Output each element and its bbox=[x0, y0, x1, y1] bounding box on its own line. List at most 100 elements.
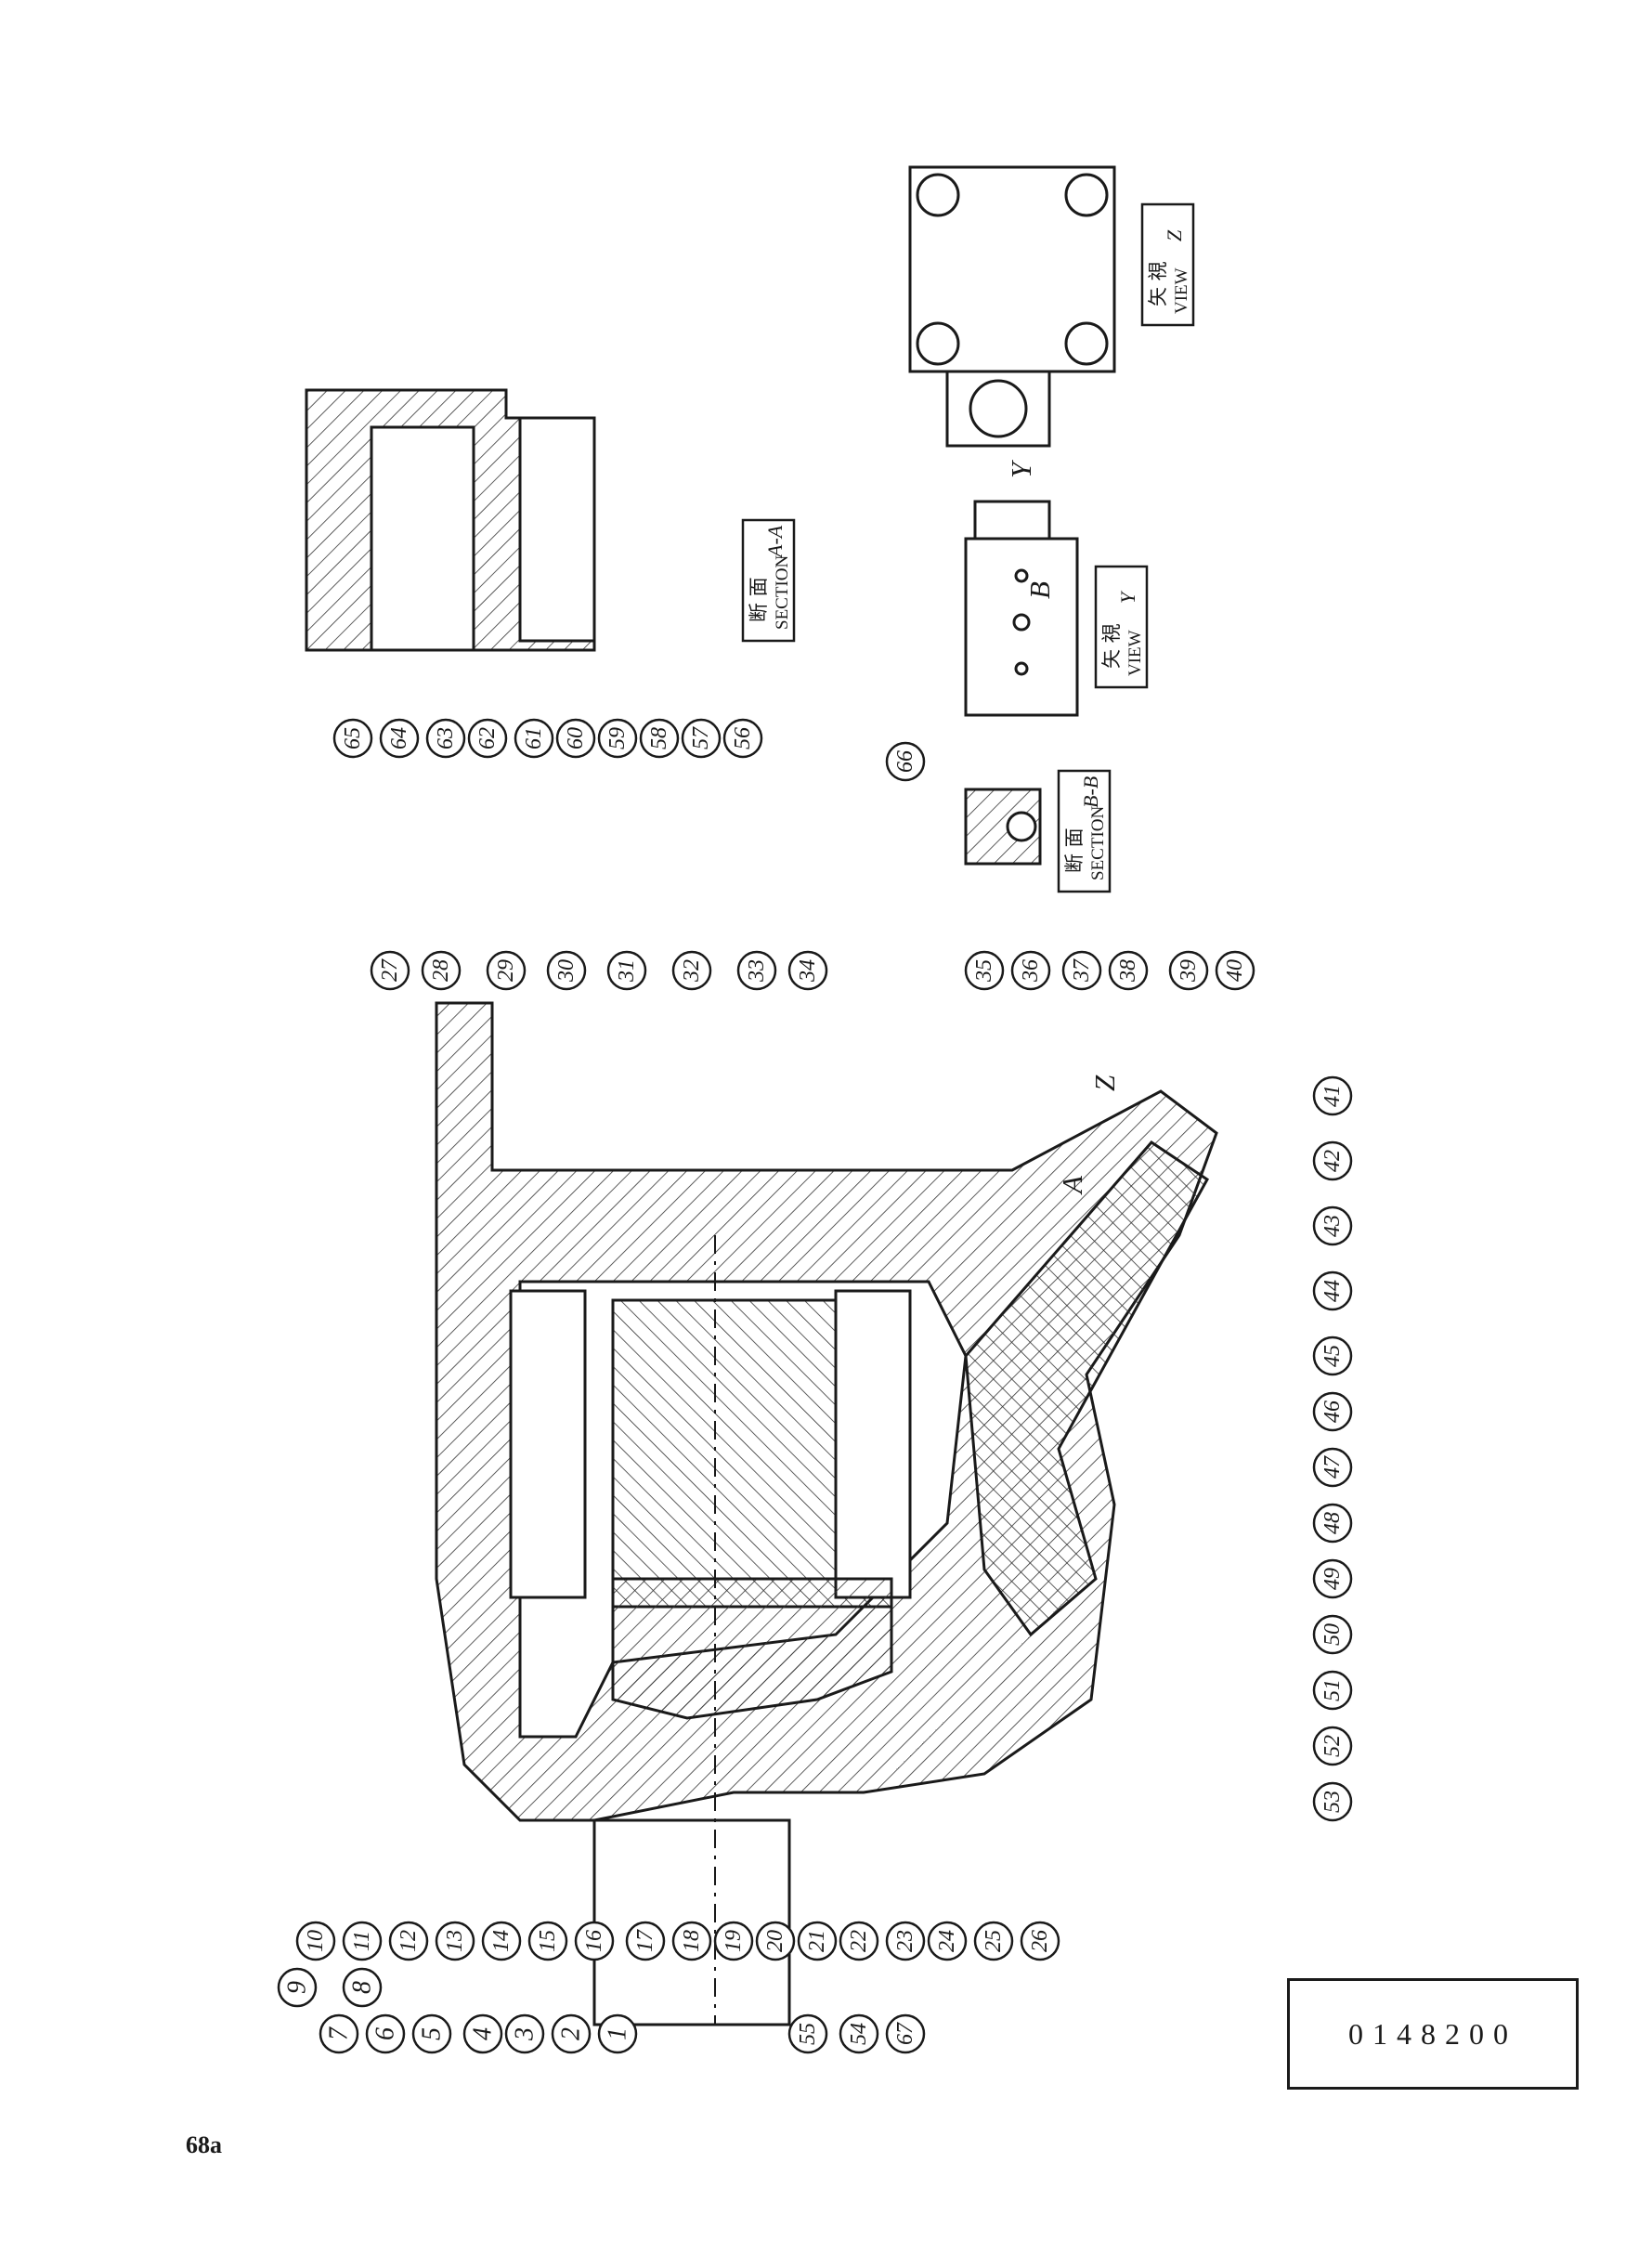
callout-circle-44 bbox=[1312, 1270, 1353, 1311]
section-bb-en: SECTION bbox=[1088, 806, 1108, 881]
cut-marker-z: Z bbox=[1088, 1075, 1121, 1091]
callout-circle-37 bbox=[1061, 950, 1102, 991]
part-label-34: 34 bbox=[796, 959, 820, 983]
part-label-50: 50 bbox=[1320, 1623, 1345, 1646]
part-label-48: 48 bbox=[1320, 1512, 1345, 1534]
piston-lower bbox=[834, 1289, 912, 1599]
callout-circle-3 bbox=[504, 2013, 545, 2054]
section-bb-cjk: 断 面 bbox=[1063, 827, 1086, 873]
callout-circle-23 bbox=[885, 1921, 926, 1961]
part-label-44: 44 bbox=[1320, 1280, 1345, 1302]
view-z-en: VIEW bbox=[1172, 267, 1191, 314]
part-label-22: 22 bbox=[847, 1930, 871, 1952]
part-label-10: 10 bbox=[304, 1930, 328, 1952]
part-label-18: 18 bbox=[680, 1930, 704, 1952]
callout-circle-16 bbox=[574, 1921, 615, 1961]
callout-circle-49 bbox=[1312, 1558, 1353, 1599]
part-label-52: 52 bbox=[1320, 1735, 1345, 1757]
callout-circle-31 bbox=[606, 950, 647, 991]
callout-circle-20 bbox=[755, 1921, 796, 1961]
callout-circle-22 bbox=[839, 1921, 879, 1961]
swash-plate bbox=[611, 1577, 893, 1720]
part-label-36: 36 bbox=[1019, 959, 1043, 983]
part-label-29: 29 bbox=[494, 959, 518, 982]
part-label-67: 67 bbox=[893, 2022, 917, 2045]
part-label-33: 33 bbox=[745, 959, 769, 983]
callout-circle-34 bbox=[787, 950, 828, 991]
callout-circle-25 bbox=[973, 1921, 1014, 1961]
cut-markers: A B Y Z bbox=[1005, 460, 1121, 1195]
part-label-4: 4 bbox=[469, 2027, 498, 2040]
page-label: 68a bbox=[186, 2131, 222, 2158]
callout-circle-57 bbox=[681, 718, 722, 759]
part-label-23: 23 bbox=[893, 1930, 917, 1952]
callout-circle-48 bbox=[1312, 1503, 1353, 1544]
callout-circle-56 bbox=[722, 718, 763, 759]
section-bb-view bbox=[964, 788, 1042, 866]
callout-circle-4 bbox=[462, 2013, 503, 2054]
view-z bbox=[908, 165, 1116, 448]
part-label-30: 30 bbox=[554, 959, 579, 983]
callout-circle-51 bbox=[1312, 1670, 1353, 1711]
tilt-lever bbox=[964, 1140, 1209, 1637]
part-label-17: 17 bbox=[633, 1929, 657, 1952]
part-label-49: 49 bbox=[1320, 1568, 1345, 1590]
part-label-31: 31 bbox=[615, 959, 639, 983]
part-label-21: 21 bbox=[805, 1930, 829, 1952]
part-label-1: 1 bbox=[604, 2027, 632, 2040]
cut-marker-y: Y bbox=[1005, 460, 1037, 478]
part-label-54: 54 bbox=[847, 2023, 871, 2045]
part-label-63: 63 bbox=[434, 727, 458, 749]
callout-circle-27 bbox=[370, 950, 410, 991]
drawing-number: 0148200 bbox=[1348, 2016, 1517, 2051]
callout-circle-21 bbox=[797, 1921, 838, 1961]
callout-circle-28 bbox=[421, 950, 462, 991]
part-label-65: 65 bbox=[341, 727, 365, 749]
part-label-40: 40 bbox=[1223, 959, 1247, 982]
callout-circle-5 bbox=[411, 2013, 452, 2054]
part-label-47: 47 bbox=[1320, 1455, 1345, 1479]
callout-circle-66 bbox=[885, 741, 926, 782]
part-label-11: 11 bbox=[350, 1931, 374, 1951]
part-label-35: 35 bbox=[972, 959, 996, 983]
callout-circle-26 bbox=[1020, 1921, 1060, 1961]
callout-circle-1 bbox=[597, 2013, 638, 2054]
callout-circle-47 bbox=[1312, 1447, 1353, 1488]
callout-circle-41 bbox=[1312, 1075, 1353, 1116]
callout-circle-62 bbox=[467, 718, 508, 759]
part-label-53: 53 bbox=[1320, 1791, 1345, 1813]
callout-circle-45 bbox=[1312, 1335, 1353, 1376]
drawing-number-box: 0148200 bbox=[1287, 1978, 1579, 2090]
callout-circle-53 bbox=[1312, 1781, 1353, 1822]
callout-circle-42 bbox=[1312, 1140, 1353, 1181]
part-label-7: 7 bbox=[325, 2026, 354, 2040]
part-label-15: 15 bbox=[536, 1930, 560, 1952]
callout-circle-15 bbox=[527, 1921, 568, 1961]
callout-circle-8 bbox=[342, 1967, 383, 2008]
part-label-6: 6 bbox=[371, 2027, 400, 2040]
section-aa-view bbox=[305, 388, 596, 652]
section-aa-cjk: 断 面 bbox=[748, 577, 770, 622]
part-label-32: 32 bbox=[680, 959, 704, 983]
part-label-38: 38 bbox=[1116, 959, 1140, 983]
callout-circle-32 bbox=[671, 950, 712, 991]
part-label-25: 25 bbox=[982, 1930, 1006, 1952]
callout-circle-54 bbox=[839, 2013, 879, 2054]
part-label-59: 59 bbox=[605, 727, 630, 749]
part-label-20: 20 bbox=[763, 1930, 787, 1952]
part-label-14: 14 bbox=[489, 1930, 514, 1952]
part-label-8: 8 bbox=[348, 1981, 377, 1994]
callout-circle-43 bbox=[1312, 1205, 1353, 1246]
callout-circle-13 bbox=[435, 1921, 475, 1961]
section-aa-id: A-A bbox=[763, 525, 787, 559]
callout-circle-63 bbox=[425, 718, 466, 759]
part-label-12: 12 bbox=[397, 1930, 421, 1952]
callout-circle-6 bbox=[365, 2013, 406, 2054]
view-y bbox=[964, 500, 1079, 717]
part-label-43: 43 bbox=[1320, 1215, 1345, 1237]
callout-circle-33 bbox=[736, 950, 777, 991]
cut-marker-b: B bbox=[1023, 581, 1056, 599]
part-label-5: 5 bbox=[418, 2027, 447, 2040]
callout-circle-58 bbox=[639, 718, 680, 759]
